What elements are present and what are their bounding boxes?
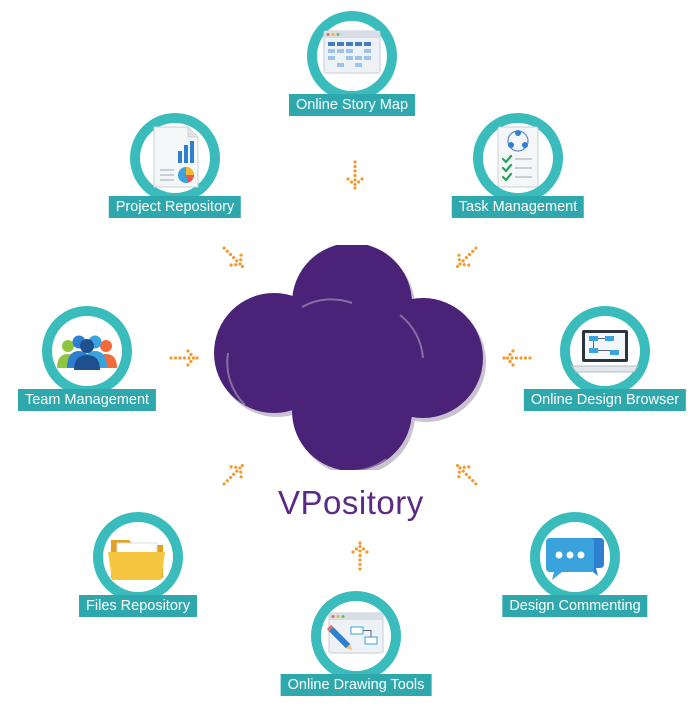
- drawing-window-icon: [326, 612, 384, 654]
- arrow-up: [351, 541, 369, 571]
- task-checklist-icon: [497, 126, 539, 188]
- feature-label: Team Management: [17, 389, 157, 411]
- feature-label: Design Commenting: [502, 595, 648, 617]
- arrow-right: [169, 349, 199, 367]
- report-chart-icon: [153, 126, 199, 188]
- chat-bubble-icon: [546, 538, 604, 580]
- arrow-down-left: [455, 246, 478, 269]
- feature-label: Task Management: [451, 196, 585, 218]
- vpository-logo: [214, 245, 486, 470]
- brand-title: VPository: [278, 484, 424, 521]
- feature-label: Files Repository: [79, 595, 197, 617]
- folder-icon: [108, 540, 165, 580]
- laptop-diagram-icon: [571, 330, 639, 373]
- story-map-icon: [323, 30, 381, 74]
- feature-label: Online Story Map: [288, 94, 416, 116]
- feature-label: Project Repository: [108, 196, 242, 218]
- feature-label: Online Design Browser: [523, 389, 687, 411]
- arrow-up-left: [455, 463, 478, 486]
- arrow-down: [346, 160, 364, 190]
- arrow-left: [502, 349, 532, 367]
- feature-ring: [42, 306, 132, 396]
- arrow-down-right: [222, 246, 245, 269]
- feature-label: Online Drawing Tools: [280, 674, 432, 696]
- team-people-icon: [57, 335, 117, 370]
- arrow-up-right: [222, 463, 245, 486]
